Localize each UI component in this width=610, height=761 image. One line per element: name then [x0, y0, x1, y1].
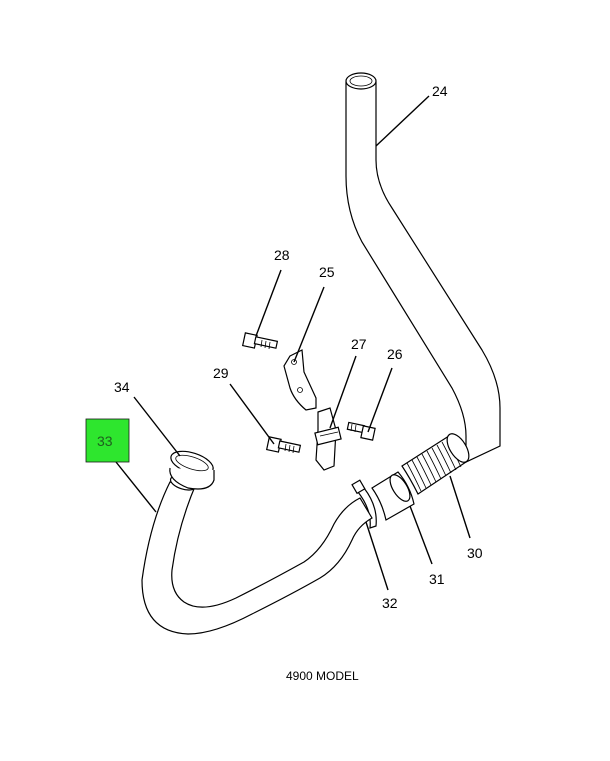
leader-lines — [115, 95, 471, 591]
callout-26[interactable]: 26 — [387, 346, 403, 362]
leader-29 — [229, 383, 275, 445]
callout-24[interactable]: 24 — [432, 83, 448, 99]
leader-28 — [255, 269, 282, 337]
leader-27 — [329, 355, 357, 429]
sleeve-part-31[interactable] — [371, 471, 415, 521]
bracket-part-25[interactable] — [283, 349, 317, 411]
callout-27[interactable]: 27 — [351, 336, 367, 352]
bolt-part-29[interactable] — [265, 436, 302, 454]
leader-25 — [293, 286, 325, 363]
diagram-caption: 4900 MODEL — [286, 669, 359, 683]
callout-29[interactable]: 29 — [213, 365, 229, 381]
tailpipe-part-24[interactable] — [345, 72, 501, 463]
strap-plate-part-27[interactable] — [314, 407, 342, 471]
callout-31[interactable]: 31 — [429, 571, 445, 587]
callout-labels: 24 25 26 27 28 29 30 31 32 34 — [114, 83, 483, 611]
highlight-part-33[interactable]: 33 — [85, 418, 130, 463]
gasket-ring-part-34[interactable] — [168, 447, 216, 490]
leader-24 — [375, 95, 430, 147]
leader-31 — [409, 505, 433, 565]
bolt-part-26[interactable] — [346, 421, 376, 441]
callout-30[interactable]: 30 — [467, 545, 483, 561]
callout-28[interactable]: 28 — [274, 247, 290, 263]
callout-33: 33 — [97, 433, 113, 449]
bolt-part-28[interactable] — [241, 332, 279, 350]
leader-33 — [115, 461, 157, 513]
leader-26 — [367, 367, 393, 433]
lower-pipe-part-33[interactable] — [141, 473, 373, 635]
callout-32[interactable]: 32 — [382, 595, 398, 611]
leader-32 — [365, 521, 389, 591]
flex-hose-part-30[interactable] — [401, 430, 473, 495]
callout-25[interactable]: 25 — [319, 264, 335, 280]
leader-34 — [133, 396, 181, 457]
callout-34[interactable]: 34 — [114, 379, 130, 395]
leader-30 — [449, 475, 471, 539]
